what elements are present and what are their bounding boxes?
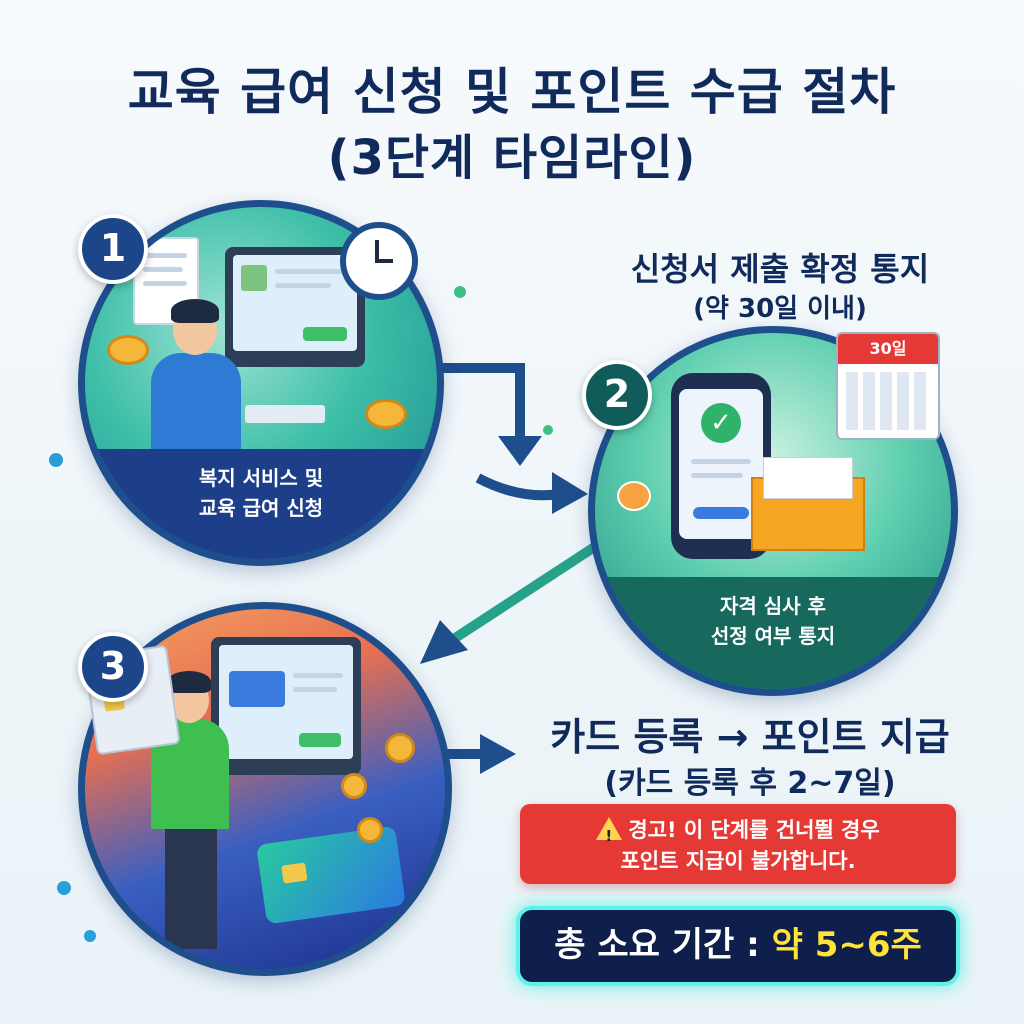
warning-icon [596, 817, 623, 852]
decor-dot [49, 453, 63, 467]
arrow-head-right-3 [480, 734, 516, 774]
chat-icon [617, 481, 651, 511]
step3-heading: 카드 등록 → 포인트 지급 [550, 715, 950, 759]
decor-dot [543, 425, 553, 435]
coin-icon [385, 733, 415, 763]
clock-icon [340, 222, 418, 300]
total-value: 약 5~6주 [771, 925, 922, 965]
arrow-curve-to-step2 [475, 473, 561, 501]
decor-dot [57, 881, 71, 895]
card-icon [229, 671, 285, 707]
page-title: 교육 급여 신청 및 포인트 수급 절차 [127, 63, 897, 121]
step1-badge: 1 [78, 214, 148, 284]
step3-badge: 3 [78, 632, 148, 702]
monitor-icon [225, 247, 365, 367]
coin-icon [357, 817, 383, 843]
arrow-head-step3 [420, 620, 468, 664]
arrow-step1-to-step2 [430, 363, 525, 440]
step3-circle [78, 602, 452, 976]
arrow-head-right-2 [552, 472, 588, 514]
check-icon: ✓ [701, 403, 741, 443]
total-label: 총 소요 기간 : [554, 925, 772, 965]
phone-icon: ✓ [671, 373, 771, 559]
page-subtitle: (3단계 타임라인) [327, 130, 697, 186]
warning-box: 경고! 이 단계를 건너뛸 경우 포인트 지급이 불가합니다. [520, 804, 956, 884]
keyboard-icon [245, 405, 325, 423]
arrow-head-down [498, 436, 542, 466]
person-figure [151, 353, 241, 453]
step2-heading: 신청서 제출 확정 통지 [630, 250, 930, 288]
credit-card-icon [256, 825, 406, 925]
calendar-icon: 30일 [836, 332, 940, 440]
decor-dot [84, 930, 96, 942]
coin-icon [107, 335, 149, 365]
total-duration-box: 총 소요 기간 : 약 5~6주 [516, 906, 960, 986]
step2-badge: 2 [582, 360, 652, 430]
coin-icon [365, 399, 407, 429]
envelope-icon [751, 457, 865, 551]
step2-subheading: (약 30일 이내) [693, 294, 867, 324]
step2-label: 자격 심사 후 선정 여부 통지 [595, 577, 951, 689]
step3-subheading: (카드 등록 후 2~7일) [604, 766, 896, 801]
arrow-step2-to-step3 [443, 541, 599, 649]
step1-label: 복지 서비스 및 교육 급여 신청 [85, 449, 437, 559]
monitor-icon [211, 637, 361, 775]
coin-icon [341, 773, 367, 799]
decor-dot [454, 286, 466, 298]
